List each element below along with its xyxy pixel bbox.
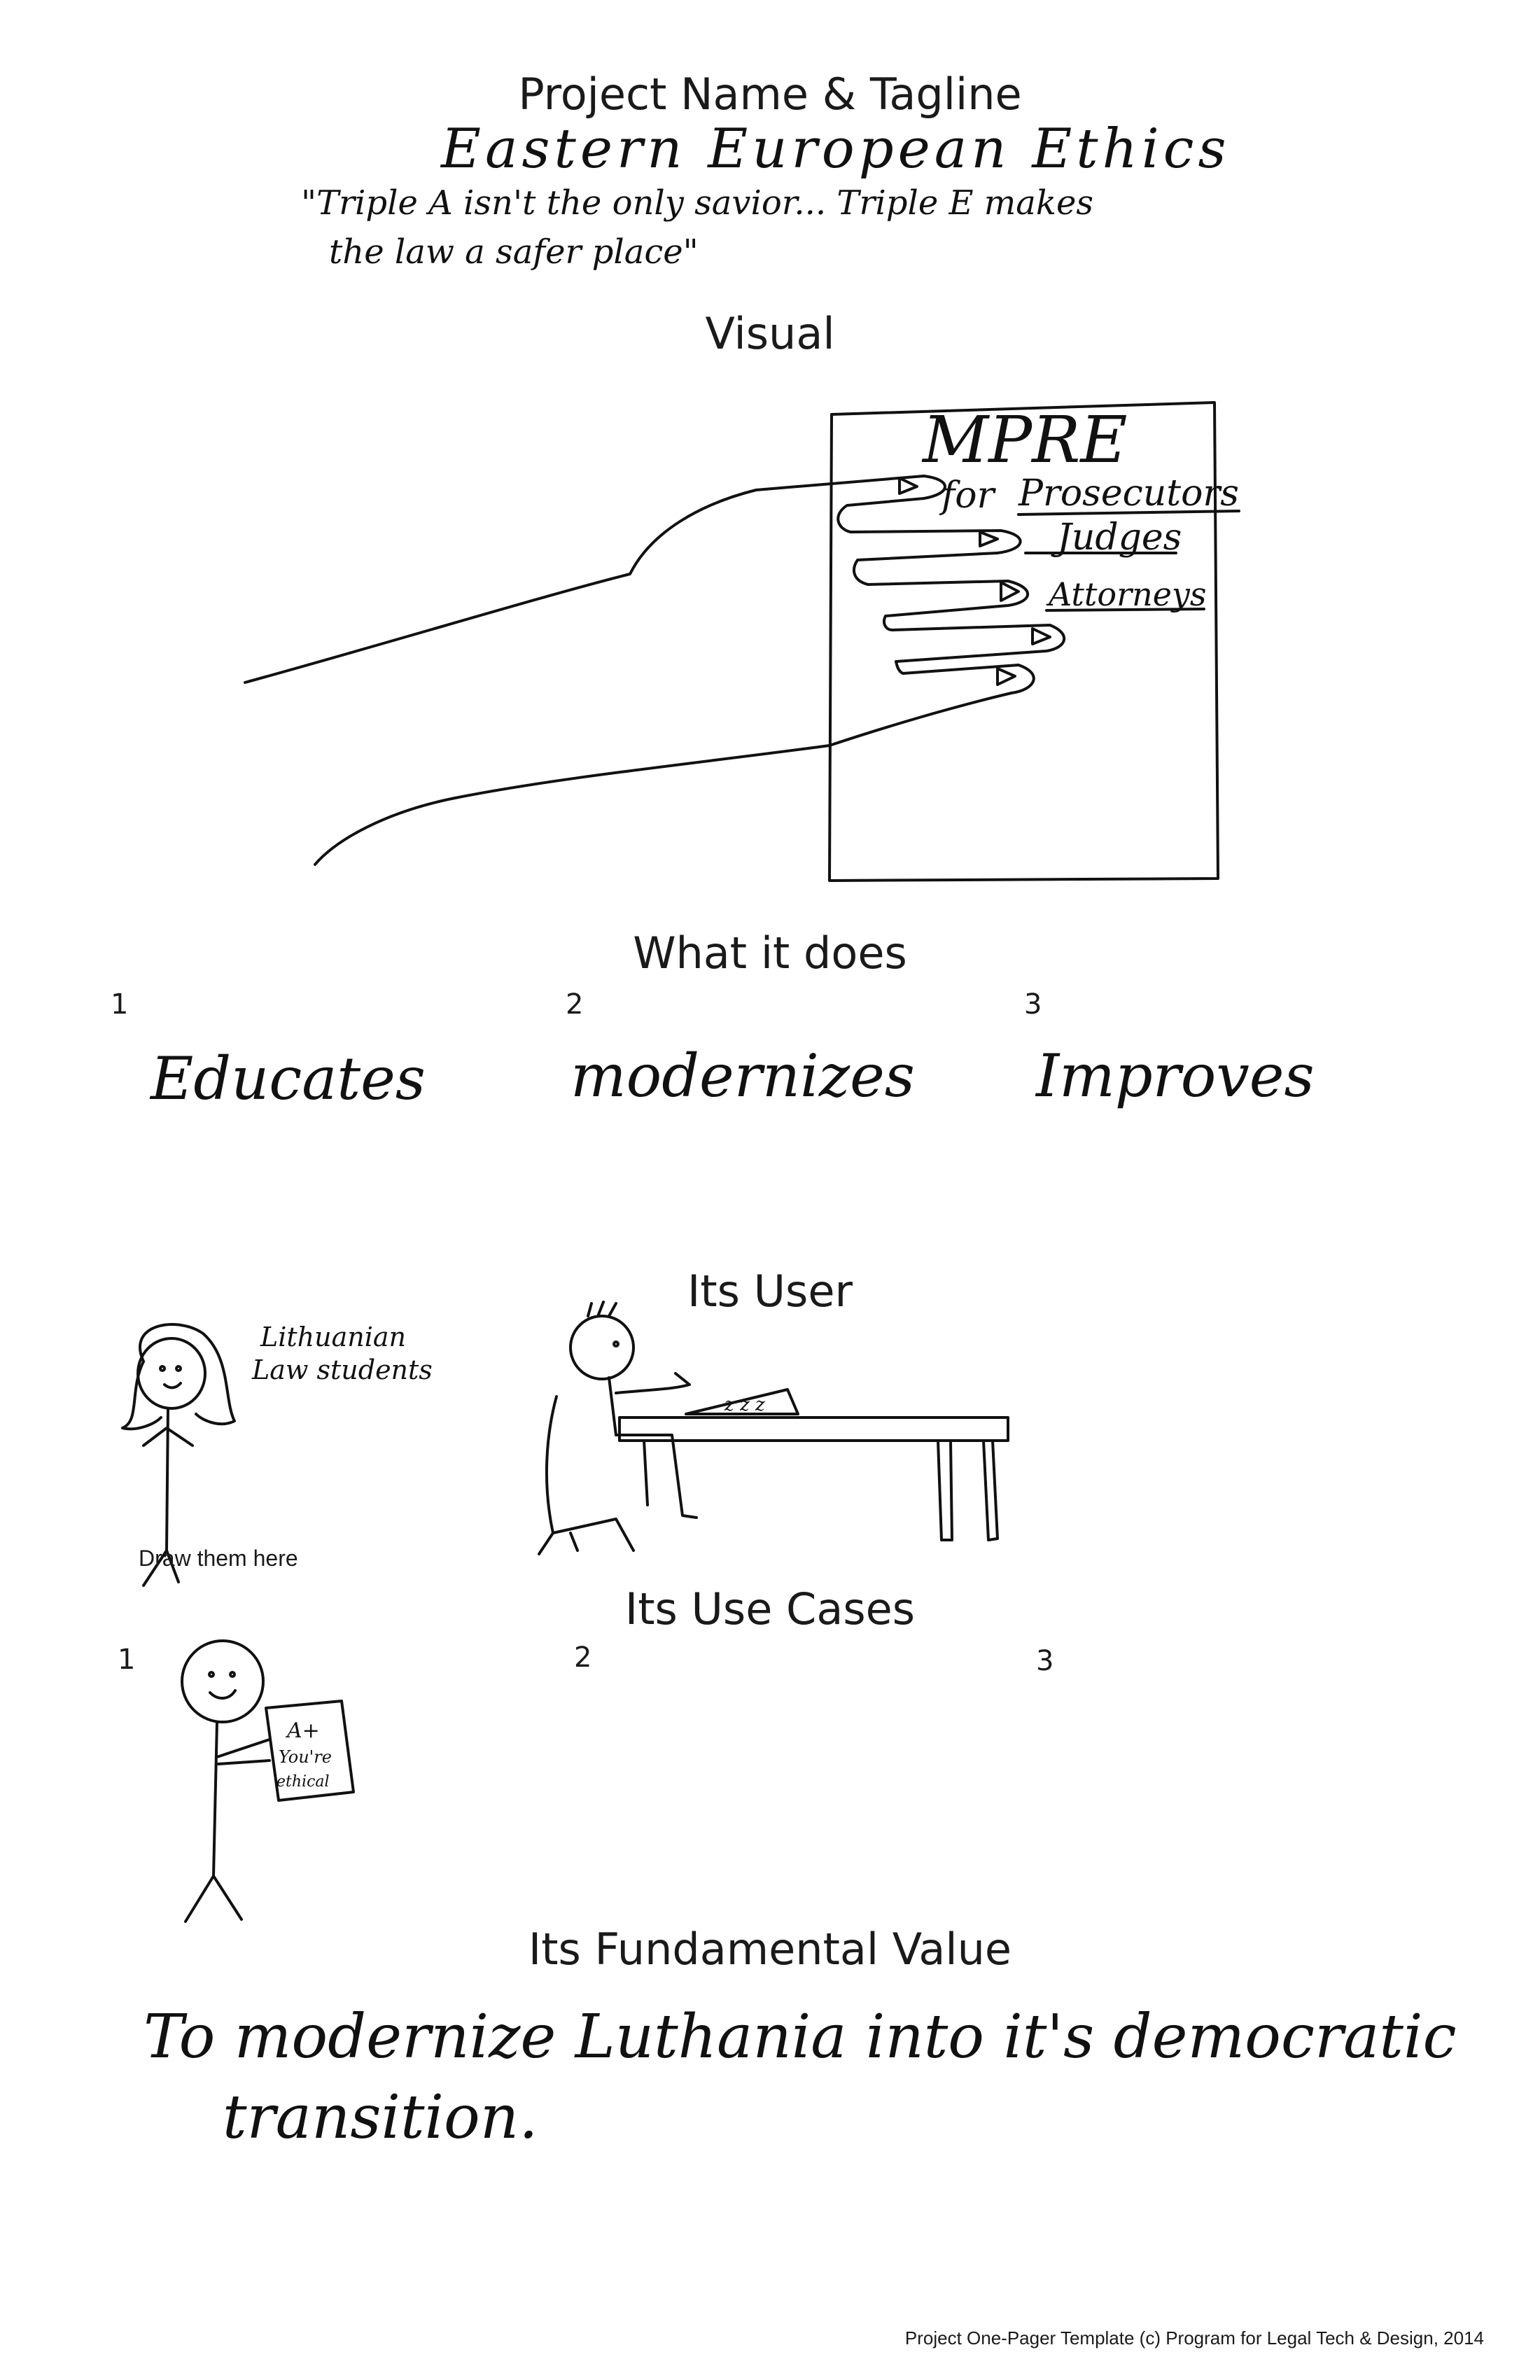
- girl-body: [165, 1407, 169, 1552]
- fundamental-value-line2: transition.: [223, 2082, 538, 2152]
- student-head: [569, 1315, 635, 1380]
- what-num-2: 2: [566, 988, 584, 1021]
- user-stick-figure: z z z: [121, 1301, 1009, 1587]
- what-item-improves: Improves: [1036, 1042, 1315, 1110]
- use-cases-heading: Its Use Cases: [624, 1583, 916, 1634]
- underline-attorneys: [1045, 608, 1205, 612]
- footer-credit: Project One-Pager Template (c) Program f…: [904, 2328, 1484, 2348]
- student-leg: [615, 1434, 698, 1519]
- hair-left: [121, 1360, 162, 1431]
- visual-heading: Visual: [705, 308, 835, 359]
- grade-paper-line1: A+: [285, 1718, 320, 1743]
- use-case-num-1: 1: [118, 1644, 136, 1676]
- underline-prosecutors: [1017, 510, 1240, 516]
- tagline-line1: "Triple A isn't the only savior... Tripl…: [301, 183, 1094, 223]
- what-num-1: 1: [111, 988, 129, 1021]
- fingernail-2: [979, 531, 999, 547]
- desk-paper-text: z z z: [724, 1394, 765, 1415]
- project-name: Eastern European Ethics: [441, 118, 1231, 181]
- use-case-num-3: 3: [1036, 1645, 1054, 1677]
- user-label-line2: Law students: [252, 1354, 433, 1385]
- project-heading: Project Name & Tagline: [518, 69, 1022, 120]
- mpre-item-attorneys: Attorneys: [1046, 575, 1207, 613]
- visual-drawing: MPRE for Prosecutors Judges Attorneys: [244, 401, 1240, 882]
- desk-paper: [685, 1388, 799, 1415]
- what-num-3: 3: [1024, 988, 1042, 1021]
- fingernail-1: [898, 477, 918, 495]
- fingernail-4: [1031, 627, 1051, 645]
- grade-paper-line3: ethical: [276, 1773, 330, 1791]
- fundamental-value-line1: To modernize Luthania into it's democrat…: [144, 2002, 1457, 2072]
- tagline-line2: the law a safer place": [329, 232, 699, 272]
- fundamental-value-heading: Its Fundamental Value: [528, 1924, 1012, 1975]
- girl-legs: [142, 1549, 180, 1587]
- mpre-item-prosecutors: Prosecutors: [1018, 472, 1239, 514]
- arm-hand: [244, 475, 1065, 866]
- girl-arms: [142, 1427, 194, 1447]
- desk-top: [618, 1416, 1009, 1442]
- draw-them-here-prompt: Draw them here: [139, 1546, 298, 1571]
- use-case-head: [181, 1639, 265, 1723]
- fingernail-5: [996, 667, 1016, 686]
- mpre-for: for: [939, 475, 997, 517]
- what-item-educates: Educates: [150, 1044, 426, 1113]
- hair: [139, 1323, 236, 1426]
- mpre-paper: [828, 401, 1219, 882]
- fingernail-3: [1000, 581, 1020, 602]
- use-case-body: [212, 1721, 218, 1877]
- student-hair: [587, 1301, 617, 1317]
- user-label-line1: Lithuanian: [260, 1322, 407, 1352]
- chair: [538, 1395, 635, 1555]
- its-user-heading: Its User: [687, 1266, 853, 1317]
- use-case-num-2: 2: [574, 1642, 592, 1674]
- mpre-title: MPRE: [921, 402, 1128, 477]
- use-case-arm: [216, 1738, 271, 1765]
- use-case-legs: [184, 1875, 243, 1923]
- grade-paper-line2: You're: [279, 1747, 332, 1767]
- girl-head: [136, 1337, 206, 1410]
- student-arm: [615, 1372, 691, 1394]
- what-item-modernizes: modernizes: [570, 1042, 915, 1110]
- what-it-does-heading: What it does: [633, 927, 907, 979]
- student-body: [608, 1376, 617, 1436]
- use-case-drawing: A+ You're ethical: [181, 1639, 355, 1923]
- desk-legs: [643, 1439, 999, 1541]
- grade-paper: [265, 1700, 355, 1802]
